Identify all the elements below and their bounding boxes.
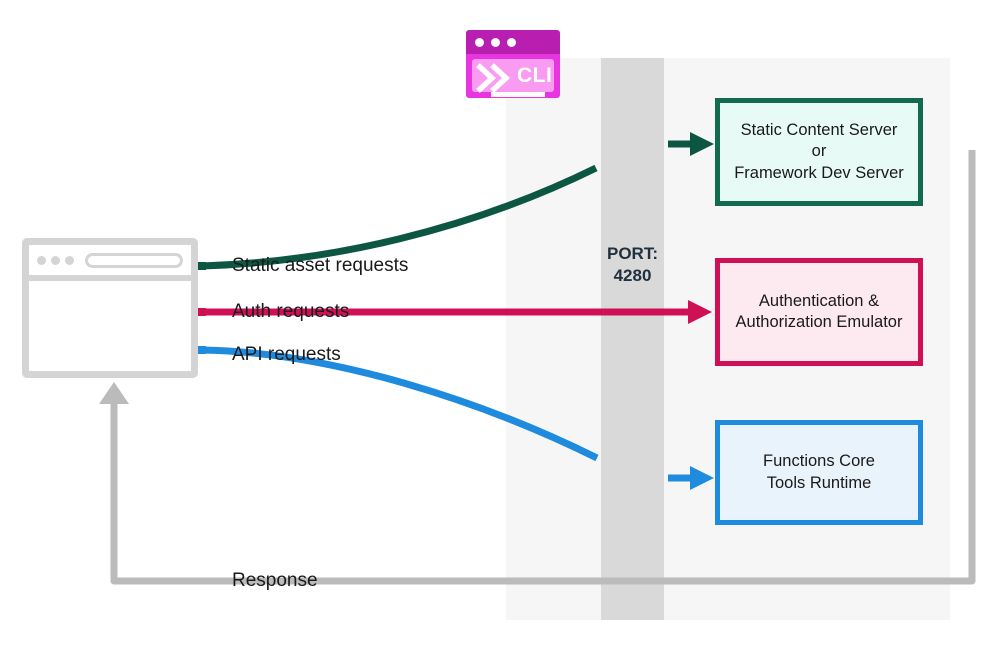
cli-screen: CLI [472,59,554,97]
static-asset-flow-line [201,164,598,270]
flow-label-response: Response [232,570,318,591]
service-box-auth-emulator: Authentication & Authorization Emulator [715,258,923,366]
service-box-functions-runtime: Functions Core Tools Runtime [715,420,923,525]
static-asset-arrowhead [690,132,714,156]
cli-label: CLI [517,64,553,87]
service-box-static-content-server: Static Content Server or Framework Dev S… [715,98,923,206]
browser-dot-3 [65,255,74,265]
api-flow-line [201,346,599,462]
api-origin-tick [196,346,206,354]
proxy-panel-left [506,58,601,620]
api-arrowhead [690,466,714,490]
cli-body: CLI [466,54,560,98]
cli-terminal-icon: CLI [466,30,560,98]
cli-dot-2 [491,37,500,47]
functions-runtime-line-1: Functions Core [763,452,875,471]
auth-emulator-line-2: Authorization Emulator [735,313,903,331]
port-label-value: 4280 [613,265,652,285]
cli-underline [491,92,545,97]
flow-label-static-asset: Static asset requests [232,255,409,276]
browser-chrome-divider [29,275,191,281]
port-bar [601,58,664,620]
cli-dot-1 [475,37,484,47]
port-label: PORT: 4280 [601,243,664,287]
browser-window [22,238,198,378]
cli-dot-3 [507,37,516,47]
response-return-path [110,150,976,585]
static-content-server-line-1: Static Content Server [740,120,898,139]
flow-label-auth: Auth requests [232,301,350,322]
functions-runtime-line-2: Tools Runtime [766,473,872,492]
static-asset-origin-tick [196,262,206,270]
browser-chrome [29,245,191,275]
browser-dot-2 [51,255,60,265]
browser-dot-1 [37,255,46,265]
flow-label-api: API requests [232,344,341,365]
browser-address-bar [85,252,183,268]
cli-titlebar [466,30,560,54]
auth-arrowhead [688,300,712,324]
chevron-double-right-icon [476,63,511,93]
static-content-server-line-3: Framework Dev Server [734,163,904,182]
port-label-key: PORT: [607,244,658,263]
auth-origin-tick [196,308,206,316]
static-content-server-line-2: or [811,142,827,161]
auth-emulator-line-1: Authentication & [758,291,880,310]
response-arrowhead [99,382,129,404]
